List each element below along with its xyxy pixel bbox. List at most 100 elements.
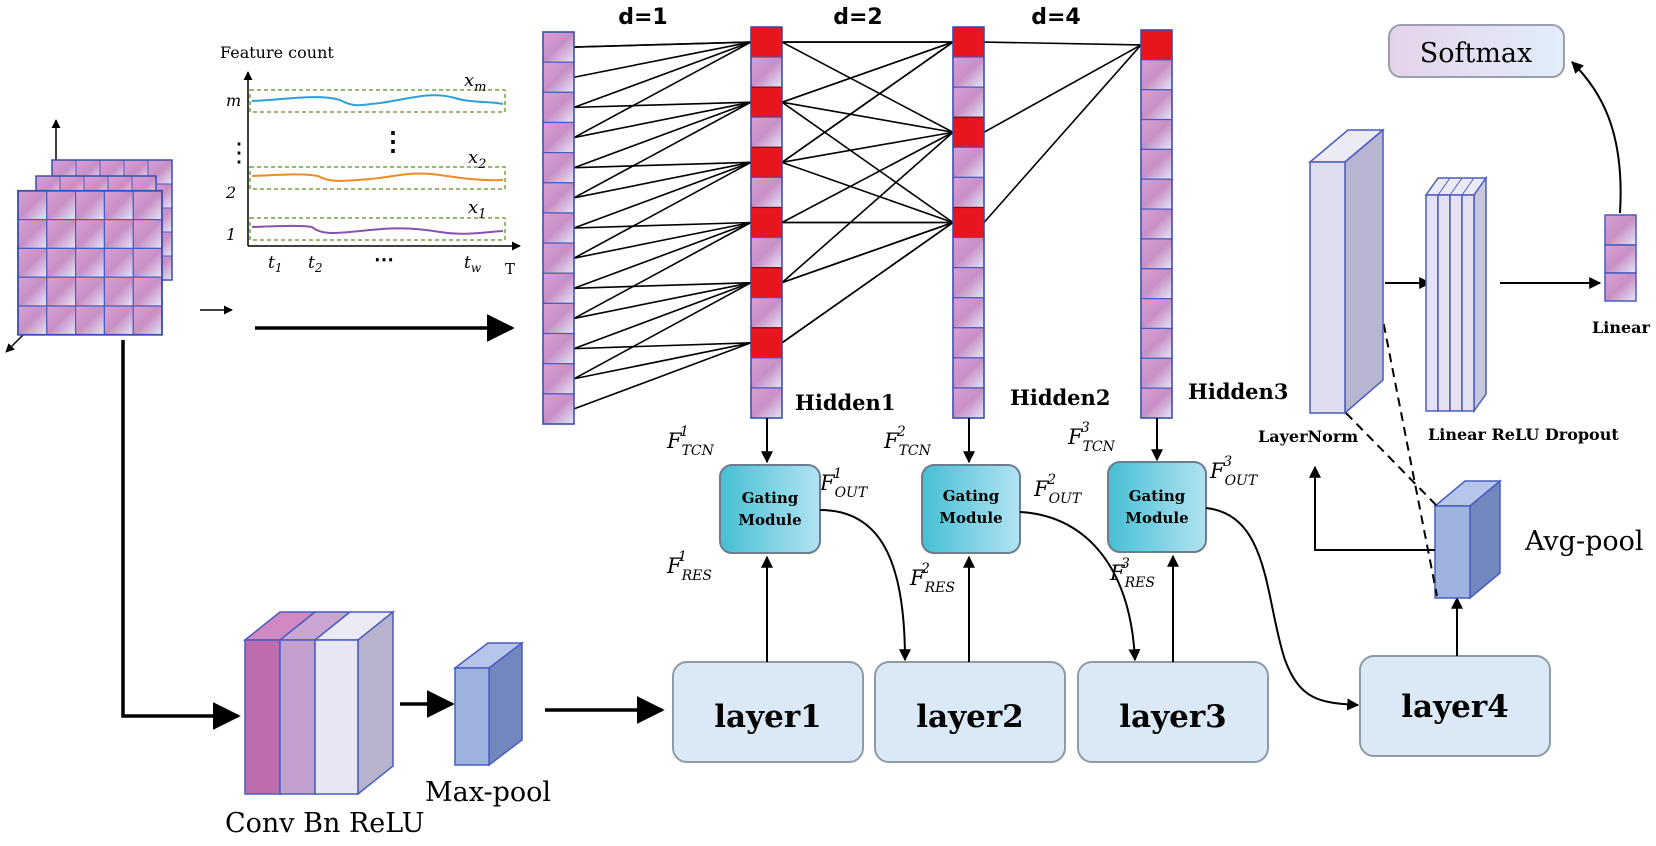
- f-out-1-sup: 1: [833, 466, 842, 482]
- tcn-connection: [573, 221, 752, 290]
- tcn-connection: [573, 41, 752, 48]
- tensor-cell: [103, 190, 134, 221]
- lrd-slice-3: [1449, 194, 1463, 412]
- plot-x-tick-t1-base: t: [268, 253, 275, 273]
- f-out-2: FOUT2: [1033, 472, 1083, 507]
- series-band-m: [249, 89, 506, 113]
- tcn-connection: [573, 161, 752, 229]
- tcn-cell: [1140, 357, 1173, 389]
- residual-layers: layer1 layer2 layer3 layer4: [672, 507, 1551, 763]
- tcn-cell: [952, 86, 985, 118]
- tcn-cell: [750, 236, 783, 269]
- conv-bn-relu-label: Conv Bn ReLU: [225, 808, 424, 839]
- tcn-connection: [983, 44, 1142, 224]
- tcn-cell: [1140, 298, 1173, 330]
- tcn-cell: [952, 387, 985, 419]
- gating-3-line2: Module: [1125, 509, 1188, 527]
- tcn-cell: [952, 146, 985, 178]
- gating-box-1: [719, 464, 821, 554]
- tcn-connection: [983, 44, 1142, 133]
- tcn-connection: [573, 342, 752, 380]
- f-out-1: FOUT1: [819, 466, 869, 501]
- lrd-top-divider-1: [1437, 177, 1451, 196]
- tcn-cell: [750, 297, 783, 329]
- lrd-slice-2: [1437, 194, 1451, 412]
- f-res-3-sub: RES: [1124, 575, 1155, 591]
- tensor-cell: [75, 190, 106, 221]
- gating-2-line1: Gating: [943, 487, 1000, 505]
- tcn-cell: [750, 56, 783, 88]
- f-tcn-2-sub: TCN: [899, 443, 932, 459]
- tensor-layer-3: [17, 189, 163, 336]
- tensor-cell: [46, 247, 77, 278]
- dilation-label-1: d=1: [618, 5, 668, 30]
- tcn-connection: [573, 281, 752, 320]
- tcn-connection: [573, 281, 752, 290]
- tcn-connection: [573, 161, 752, 199]
- layernorm-front: [1309, 161, 1346, 414]
- tensor-cell: [17, 247, 48, 278]
- tcn-cell: [750, 387, 783, 419]
- projection-dashed-1: [1351, 161, 1438, 597]
- series-label-m-sub: m: [474, 80, 486, 95]
- series-vertical-dots: ⋮: [380, 127, 406, 157]
- lrd-side: [1473, 175, 1487, 414]
- tcn-cell: [542, 393, 575, 425]
- series-label-1-sub: 1: [478, 207, 486, 222]
- avgpool-to-layernorm-arrow: [1309, 465, 1435, 551]
- tcn-column-outline: [542, 31, 575, 425]
- tcn-cell: [542, 302, 575, 335]
- tcn-cell: [750, 176, 783, 209]
- tensor-cell: [46, 305, 77, 336]
- tcn-connection: [573, 41, 752, 109]
- input-tensor: [5, 119, 233, 353]
- tcn-columns: [542, 26, 1173, 425]
- gating-2-line2: Module: [939, 509, 1002, 527]
- tcn-connection: [781, 131, 954, 224]
- gating-box-3: [1107, 461, 1207, 553]
- tcn-connection: [573, 161, 752, 259]
- f-res-1-base: F: [666, 554, 683, 578]
- layernorm-side: [1344, 128, 1384, 415]
- tcn-cell: [542, 332, 575, 365]
- maxpool-label: Max-pool: [425, 777, 551, 808]
- f-tcn-3-base: F: [1067, 425, 1084, 449]
- tcn-hidden1-column: [750, 26, 783, 419]
- f-res-1: FRES1: [666, 549, 712, 584]
- tcn-connection: [983, 41, 1142, 46]
- linear-relu-dropout-stack: [1424, 175, 1488, 414]
- plot-x-tick-t2-sub: 2: [314, 261, 323, 275]
- f-out-2-sub: OUT: [1049, 491, 1083, 507]
- tcn-hidden3-column: [1140, 29, 1173, 419]
- tcn-connections: [573, 41, 1142, 410]
- tensor-cell: [17, 219, 48, 250]
- tensor-cell: [103, 219, 134, 250]
- gate2-to-layer3-arrow: [1019, 511, 1141, 662]
- f-out-3-sup: 3: [1223, 454, 1232, 470]
- plot-x-tick-tw-base: t: [464, 253, 471, 273]
- tcn-connection: [573, 161, 752, 169]
- tcn-active-cell: [952, 116, 985, 148]
- tcn-cell: [542, 31, 575, 63]
- maxpool-front: [454, 667, 490, 766]
- tcn-cell: [1140, 89, 1173, 121]
- tcn-cell: [1140, 268, 1173, 300]
- plot-y-tick-2: 2: [225, 183, 236, 202]
- plot-x-tick-t1: t1: [268, 253, 282, 275]
- f-res-2-sub: RES: [924, 580, 955, 596]
- conv-slice: [244, 639, 281, 795]
- tcn-active-cell: [952, 26, 985, 58]
- lrd-slice-4: [1461, 194, 1475, 412]
- tcn-cell: [952, 357, 985, 389]
- tcn-cell: [1140, 178, 1173, 210]
- tcn-connection: [573, 281, 752, 350]
- feature-annotations: FTCN1 FTCN2 FTCN3 FOUT1 FOUT2 FOUT3 FRES…: [666, 420, 1259, 596]
- gating-module-1: Gating Module: [719, 418, 821, 554]
- classifier-head: Avg-pool LayerNorm Linear ReLU Dropout: [1258, 24, 1651, 656]
- dilation-label-4: d=4: [1031, 5, 1081, 30]
- gating-1-line1: Gating: [742, 489, 799, 507]
- tcn-cell: [542, 182, 575, 214]
- tcn-connection: [781, 131, 954, 284]
- tcn-cell: [1140, 59, 1173, 91]
- tensor-cell: [103, 276, 134, 307]
